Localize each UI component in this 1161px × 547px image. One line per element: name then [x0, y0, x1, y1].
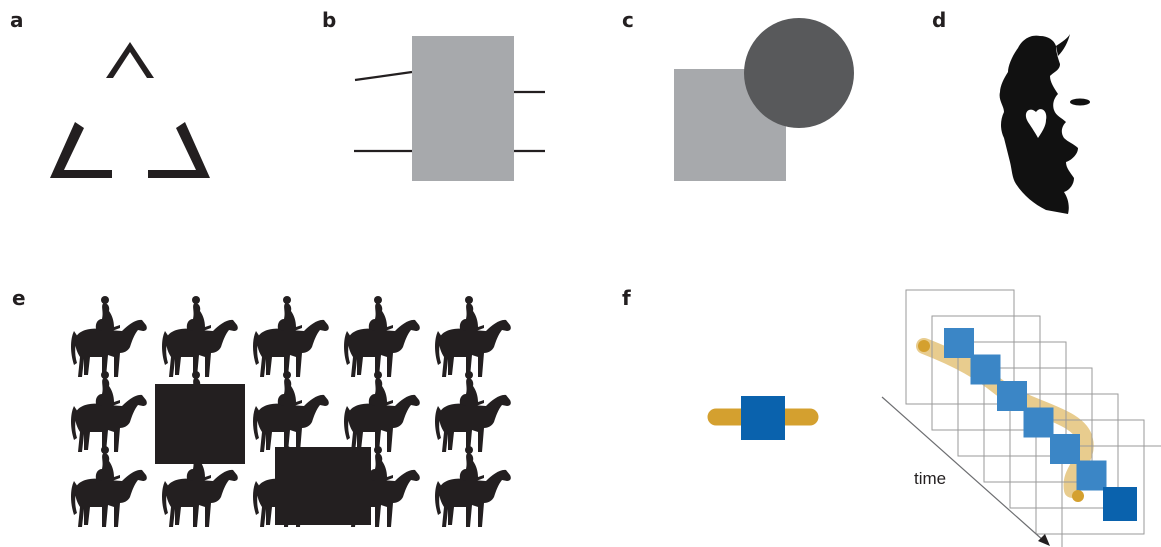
triangle-corner-top — [106, 42, 154, 78]
ambiguous-silhouette — [999, 34, 1090, 215]
time-frames-stack — [905, 289, 1161, 547]
triangle-corner-right — [148, 122, 210, 178]
silhouette-nose-tip — [1056, 34, 1070, 56]
panel-label-f: f — [622, 286, 631, 310]
time-frame — [1061, 445, 1161, 547]
triangle-corner-left — [50, 122, 112, 178]
silhouette-heart-cutout — [1025, 109, 1047, 138]
object-on-track — [707, 396, 819, 440]
moving-blue-square — [970, 354, 1001, 385]
gray-occluding-rectangle — [412, 36, 514, 181]
panel-label-a: a — [10, 8, 24, 32]
horse-rider-silhouette — [71, 371, 147, 452]
silhouette-lip — [1070, 98, 1090, 106]
time-arrow-line — [881, 396, 1045, 542]
moving-blue-square — [1023, 407, 1054, 438]
trajectory-end-dot — [1072, 490, 1084, 502]
moving-blue-square — [1050, 434, 1080, 464]
panel-label-b: b — [322, 8, 337, 32]
trajectory-start-dot — [918, 340, 930, 352]
occluder-square-2 — [275, 447, 371, 525]
time-frame — [931, 315, 1041, 431]
horse-rider-silhouette — [344, 371, 420, 452]
panel-label-e: e — [12, 286, 26, 310]
dark-gray-circle — [744, 18, 854, 128]
moving-blue-square — [944, 328, 974, 358]
occlusion-lines-diagram — [354, 36, 545, 181]
blue-square — [741, 396, 785, 440]
moving-blue-square — [1076, 460, 1107, 491]
horse-rider-silhouette — [253, 371, 329, 452]
time-label: time — [914, 469, 946, 488]
left-line-upper — [354, 70, 413, 82]
horse-rider-silhouette — [71, 296, 147, 377]
time-frame — [905, 289, 1015, 405]
horse-rider-silhouette — [71, 446, 147, 527]
horse-rider-silhouette — [435, 446, 511, 527]
time-frame — [983, 367, 1093, 483]
horse-rider-silhouette — [435, 371, 511, 452]
panel-label-c: c — [622, 8, 634, 32]
moving-blue-square — [1103, 487, 1137, 521]
time-frame — [957, 341, 1067, 457]
time-arrow-head — [1038, 534, 1050, 546]
circle-square-diagram — [674, 18, 854, 181]
time-frame — [1035, 419, 1145, 535]
time-axis: time — [881, 396, 1050, 546]
horse-rider-silhouette — [344, 296, 420, 377]
illusory-triangle — [50, 42, 210, 178]
occluder-square-1 — [155, 384, 245, 464]
horse-rider-silhouette — [253, 296, 329, 377]
horse-rider-silhouette — [435, 296, 511, 377]
time-frame — [1009, 393, 1119, 509]
moving-blue-square — [997, 381, 1027, 411]
panel-label-d: d — [932, 8, 947, 32]
horse-rider-silhouette — [162, 296, 238, 377]
